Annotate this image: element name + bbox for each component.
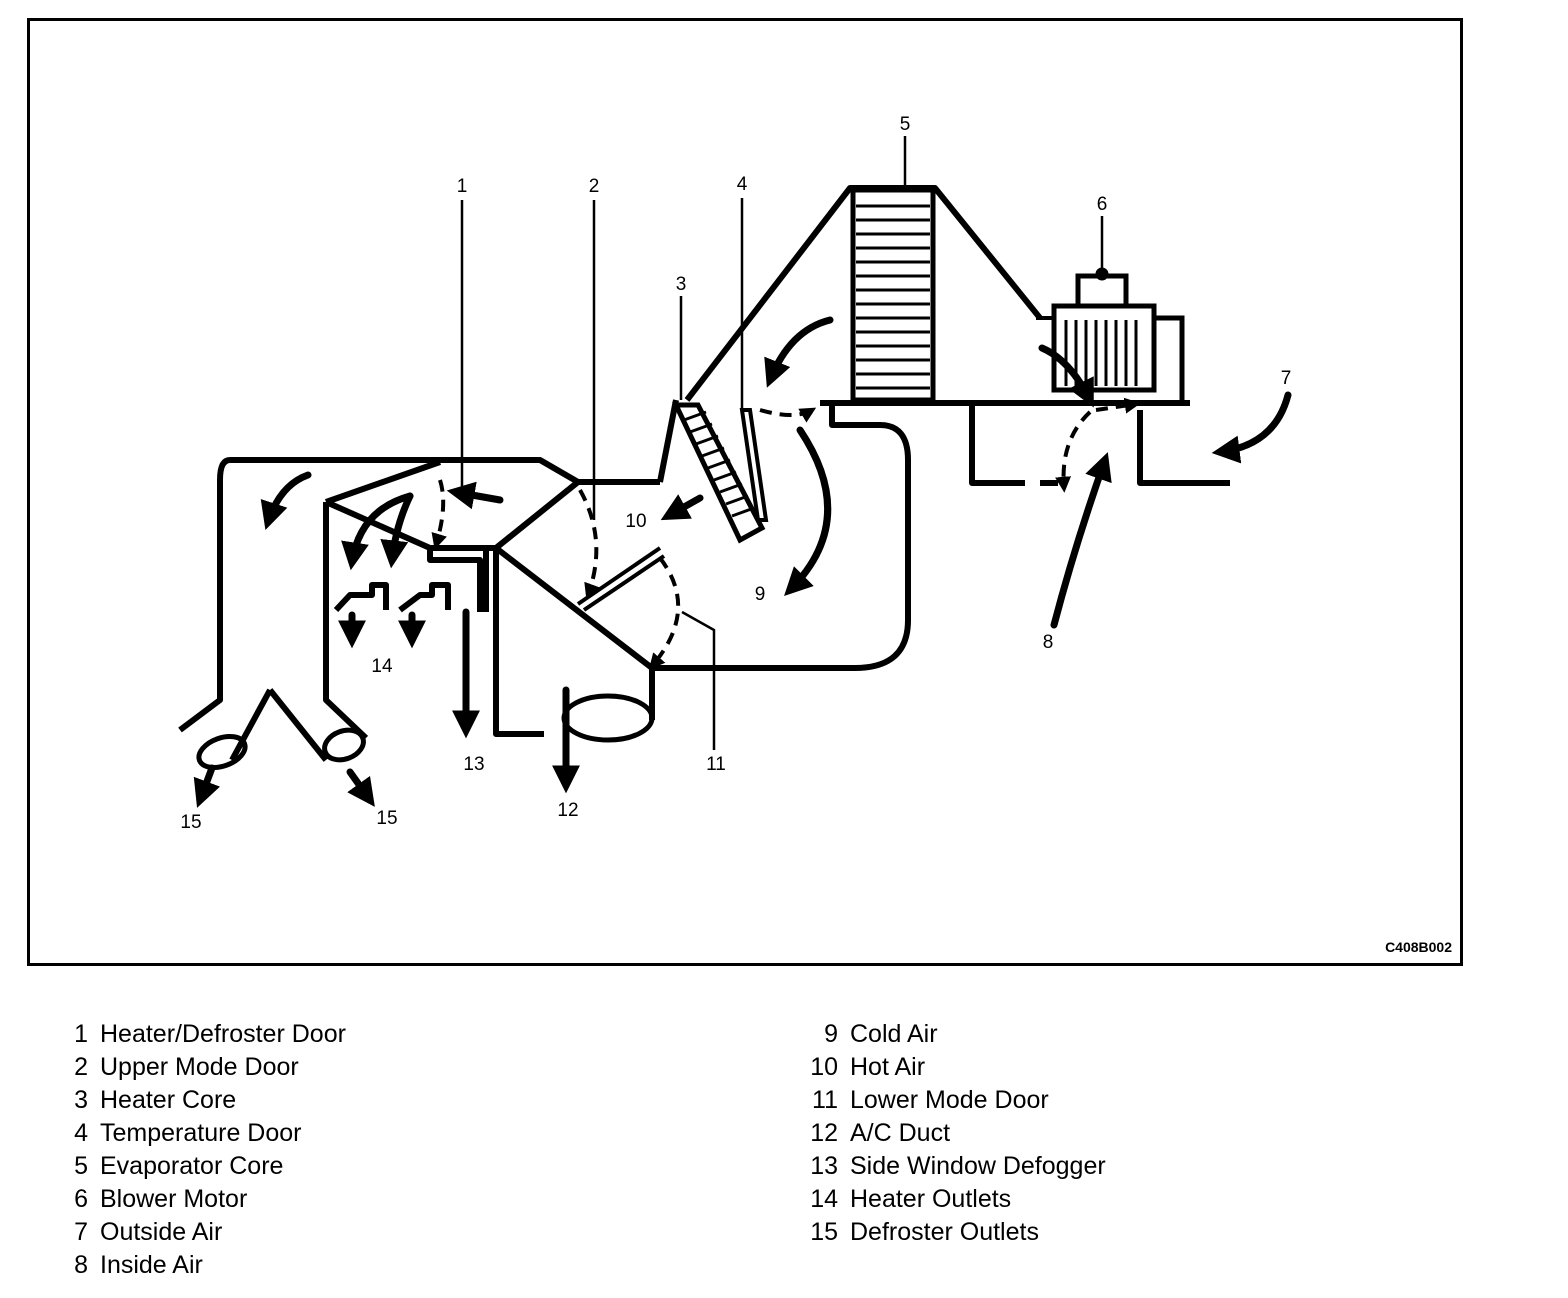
legend-label: Cold Air <box>850 1020 938 1048</box>
legend-item: 12 A/C Duct <box>796 1117 1106 1150</box>
callout-8: 8 <box>1043 632 1054 653</box>
callout-12: 12 <box>557 800 578 821</box>
callout-1: 1 <box>457 176 468 197</box>
legend-label: Defroster Outlets <box>850 1218 1039 1246</box>
callout-15-right: 15 <box>376 808 397 829</box>
legend-label: Temperature Door <box>100 1119 302 1147</box>
legend-number: 3 <box>74 1086 88 1114</box>
heater-core <box>672 402 766 544</box>
legend-item: 4 Temperature Door <box>58 1117 346 1150</box>
legend-number: 7 <box>74 1218 88 1246</box>
legend-item: 7 Outside Air <box>58 1216 346 1249</box>
upper-mode-door <box>576 546 666 612</box>
legend-label: Blower Motor <box>100 1185 248 1213</box>
legend-item: 11 Lower Mode Door <box>796 1084 1106 1117</box>
legend-item: 14 Heater Outlets <box>796 1183 1106 1216</box>
legend-label: Side Window Defogger <box>850 1152 1106 1180</box>
callout-7: 7 <box>1281 368 1292 389</box>
hvac-airflow-diagram: 1 2 3 4 5 6 7 8 9 10 11 12 13 14 15 15 C… <box>178 114 1452 955</box>
callout-labels: 1 2 3 4 5 6 7 8 9 10 11 12 13 14 15 15 C… <box>180 114 1452 955</box>
callout-5: 5 <box>900 114 911 135</box>
legend-number: 1 <box>74 1020 88 1048</box>
legend-label: A/C Duct <box>850 1119 951 1147</box>
legend-number: 9 <box>824 1020 838 1048</box>
callout-10: 10 <box>625 511 646 532</box>
legend-number: 4 <box>74 1119 88 1147</box>
legend-number: 13 <box>810 1152 838 1180</box>
legend-item: 6 Blower Motor <box>58 1183 346 1216</box>
legend-item: 8 Inside Air <box>58 1249 346 1282</box>
legend-label: Heater Outlets <box>850 1185 1012 1213</box>
legend-item: 15 Defroster Outlets <box>796 1216 1106 1249</box>
callout-6: 6 <box>1097 194 1108 215</box>
blower-motor <box>1036 267 1185 400</box>
legend-item: 13 Side Window Defogger <box>796 1150 1106 1183</box>
evaporator-core <box>850 187 936 403</box>
legend-item: 2 Upper Mode Door <box>58 1051 346 1084</box>
legend-label: Evaporator Core <box>100 1152 284 1180</box>
legend-label: Lower Mode Door <box>850 1086 1049 1114</box>
temperature-door <box>739 408 769 522</box>
legend-number: 10 <box>810 1053 838 1081</box>
legend-label: Hot Air <box>850 1053 926 1081</box>
callout-13: 13 <box>463 754 484 775</box>
callout-14: 14 <box>371 656 393 677</box>
figure-code: C408B002 <box>1385 939 1452 955</box>
dashed-airflow <box>431 397 1141 670</box>
legend-item: 10 Hot Air <box>796 1051 1106 1084</box>
legend-item: 1 Heater/Defroster Door <box>58 1018 346 1051</box>
legend-number: 6 <box>74 1185 88 1213</box>
legend-number: 15 <box>810 1218 838 1246</box>
callout-2: 2 <box>589 176 600 197</box>
legend-label: Inside Air <box>100 1251 203 1279</box>
diagram-frame <box>27 18 1463 966</box>
legend-number: 14 <box>810 1185 838 1213</box>
callout-3: 3 <box>676 274 687 295</box>
legend-item: 5 Evaporator Core <box>58 1150 346 1183</box>
callout-4: 4 <box>737 174 748 195</box>
legend-number: 11 <box>812 1086 838 1114</box>
callout-11: 11 <box>706 754 726 775</box>
legend-label: Upper Mode Door <box>100 1053 299 1081</box>
legend-item: 3 Heater Core <box>58 1084 346 1117</box>
legend-number: 5 <box>74 1152 88 1180</box>
legend-item: 9 Cold Air <box>796 1018 1106 1051</box>
legend-label: Heater/Defroster Door <box>100 1020 346 1048</box>
legend-number: 12 <box>810 1119 838 1147</box>
legend-number: 8 <box>74 1251 88 1279</box>
callout-15-left: 15 <box>180 812 201 833</box>
legend-number: 2 <box>74 1053 88 1081</box>
callout-9: 9 <box>755 584 766 605</box>
duct-housing <box>178 185 1230 762</box>
legend-right-column: 9 Cold Air 10 Hot Air 11 Lower Mode Door 12… <box>796 1018 1106 1249</box>
airflow-arrows <box>193 316 1292 808</box>
legend-label: Heater Core <box>100 1086 237 1114</box>
leader-lines <box>460 136 1104 750</box>
legend-label: Outside Air <box>100 1218 223 1246</box>
